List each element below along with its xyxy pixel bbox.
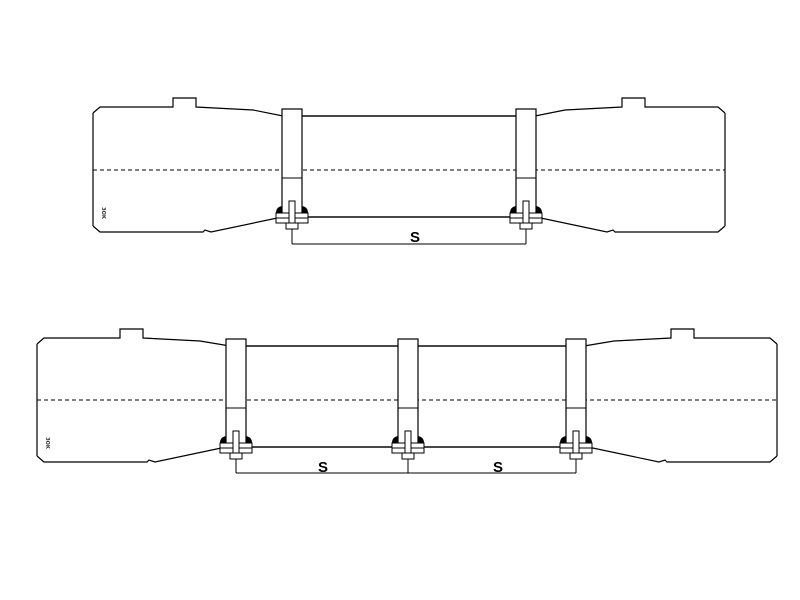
pipe-clamp	[275, 108, 309, 244]
clamp-strap	[397, 338, 419, 445]
pipe-clamp	[559, 338, 593, 473]
pipe-clamp	[391, 338, 425, 473]
pipe-assembly-two-supports	[92, 97, 726, 245]
clamp-nut	[229, 452, 243, 460]
clamp-nut	[569, 452, 583, 460]
clamp-nut	[285, 222, 299, 230]
spacing-label: S	[318, 459, 328, 476]
end-mark-label: ЗОК	[44, 437, 50, 450]
clamp-lug	[392, 436, 424, 443]
clamp-nut	[519, 222, 533, 230]
clamp-strap	[565, 338, 587, 445]
spacing-label: S	[410, 229, 420, 246]
pipe-top-outline	[92, 97, 726, 117]
clamp-strap	[515, 108, 537, 215]
end-mark-label: ЗОК	[100, 207, 106, 220]
clamp-strap	[281, 108, 303, 215]
pipe-assembly-three-supports	[36, 328, 778, 474]
clamp-strap	[225, 338, 247, 445]
clamp-lug	[276, 206, 308, 213]
pipe-clamp	[219, 338, 253, 473]
pipe-clamp	[509, 108, 543, 244]
clamp-lug	[560, 436, 592, 443]
clamp-nut	[401, 452, 415, 460]
spacing-label: S	[493, 459, 503, 476]
clamp-lug	[220, 436, 252, 443]
clamp-lug	[510, 206, 542, 213]
